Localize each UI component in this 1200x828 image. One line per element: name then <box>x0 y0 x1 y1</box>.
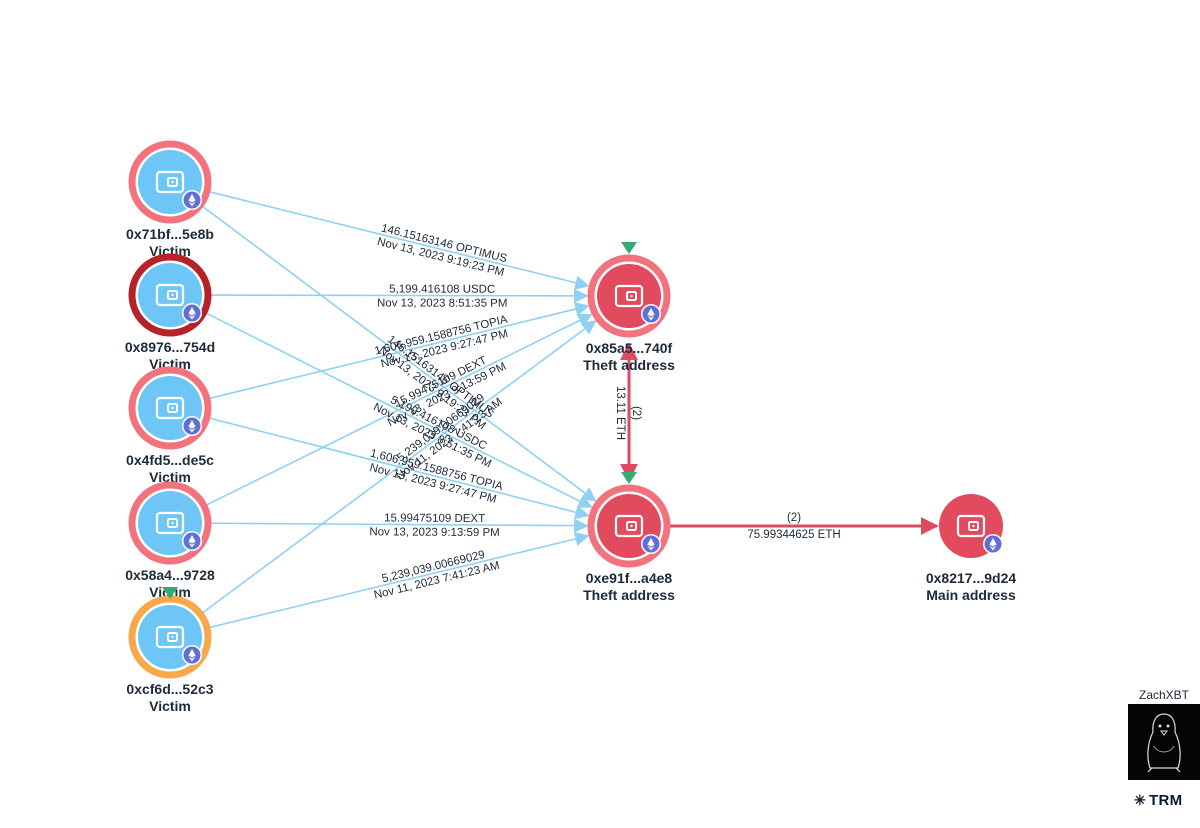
node-address: 0x71bf...5e8b <box>126 226 214 242</box>
node-address: 0x8976...754d <box>125 339 215 355</box>
node-role: Theft address <box>583 357 675 373</box>
transfer-edge[interactable] <box>204 416 590 520</box>
transfer-edge[interactable] <box>201 313 593 508</box>
node-role: Theft address <box>583 587 675 603</box>
ethereum-icon <box>182 416 202 436</box>
ethereum-icon <box>182 531 202 551</box>
brand-logo: ✳TRM <box>1134 792 1182 809</box>
wallet-icon <box>155 511 185 535</box>
transfer-edge[interactable] <box>205 288 589 304</box>
ethereum-icon <box>182 645 202 665</box>
ethereum-icon <box>182 303 202 323</box>
wallet-icon <box>155 396 185 420</box>
edge-timestamp: Nov 13, 2023 8:51:35 PM <box>377 297 507 309</box>
credit-block: ZachXBT <box>1128 688 1200 780</box>
theft-link-label: (2) 13.11 ETH <box>614 386 642 440</box>
address-node[interactable]: 0x58a4...9728Victim <box>125 481 215 600</box>
wallet-icon <box>155 625 185 649</box>
edge-label: 5,199.416108 USDC Nov 13, 2023 8:51:35 PM <box>377 283 507 309</box>
wallet-icon <box>614 514 644 538</box>
ethereum-icon <box>641 534 661 554</box>
ethereum-icon <box>182 190 202 210</box>
main-link-amount: 75.99344625 ETH <box>747 529 840 541</box>
transfer-edge[interactable] <box>205 518 589 533</box>
wallet-icon <box>155 170 185 194</box>
trm-logo-icon: ✳ <box>1134 792 1147 808</box>
node-address: 0x58a4...9728 <box>125 567 215 583</box>
theft-link-count: (2) <box>630 406 642 420</box>
wallet-icon <box>614 284 644 308</box>
edge-amount: 15.99475109 DEXT <box>384 512 485 525</box>
brand-name: TRM <box>1149 792 1183 809</box>
node-address: 0xe91f...a4e8 <box>586 570 673 586</box>
node-address: 0x4fd5...de5c <box>126 452 214 468</box>
node-role: Main address <box>926 587 1016 603</box>
wallet-icon <box>155 283 185 307</box>
penguin-avatar-icon <box>1128 704 1200 780</box>
triangle-marker-icon <box>162 587 178 599</box>
credit-name: ZachXBT <box>1138 688 1189 702</box>
transfer-edge[interactable] <box>204 302 590 401</box>
theft-link-amount: 13.11 ETH <box>614 386 626 440</box>
node-role: Victim <box>149 469 191 485</box>
ethereum-icon <box>641 304 661 324</box>
edge-amount: 5,199.416108 USDC <box>389 283 495 295</box>
triangle-marker-icon <box>621 242 637 254</box>
edge-timestamp: Nov 13, 2023 9:13:59 PM <box>369 526 499 539</box>
wallet-icon <box>956 514 986 538</box>
node-address: 0xcf6d...52c3 <box>126 681 213 697</box>
node-address: 0x85a5...740f <box>586 340 673 356</box>
transfer-edge[interactable] <box>204 531 590 630</box>
main-link-count: (2) <box>787 512 801 524</box>
node-role: Victim <box>149 698 191 714</box>
transfer-edge[interactable] <box>204 189 590 290</box>
ethereum-icon <box>983 534 1003 554</box>
transfer-edge[interactable] <box>198 320 597 617</box>
node-address: 0x8217...9d24 <box>926 570 1017 586</box>
transfer-edge[interactable] <box>201 310 593 508</box>
triangle-marker-icon <box>621 472 637 484</box>
